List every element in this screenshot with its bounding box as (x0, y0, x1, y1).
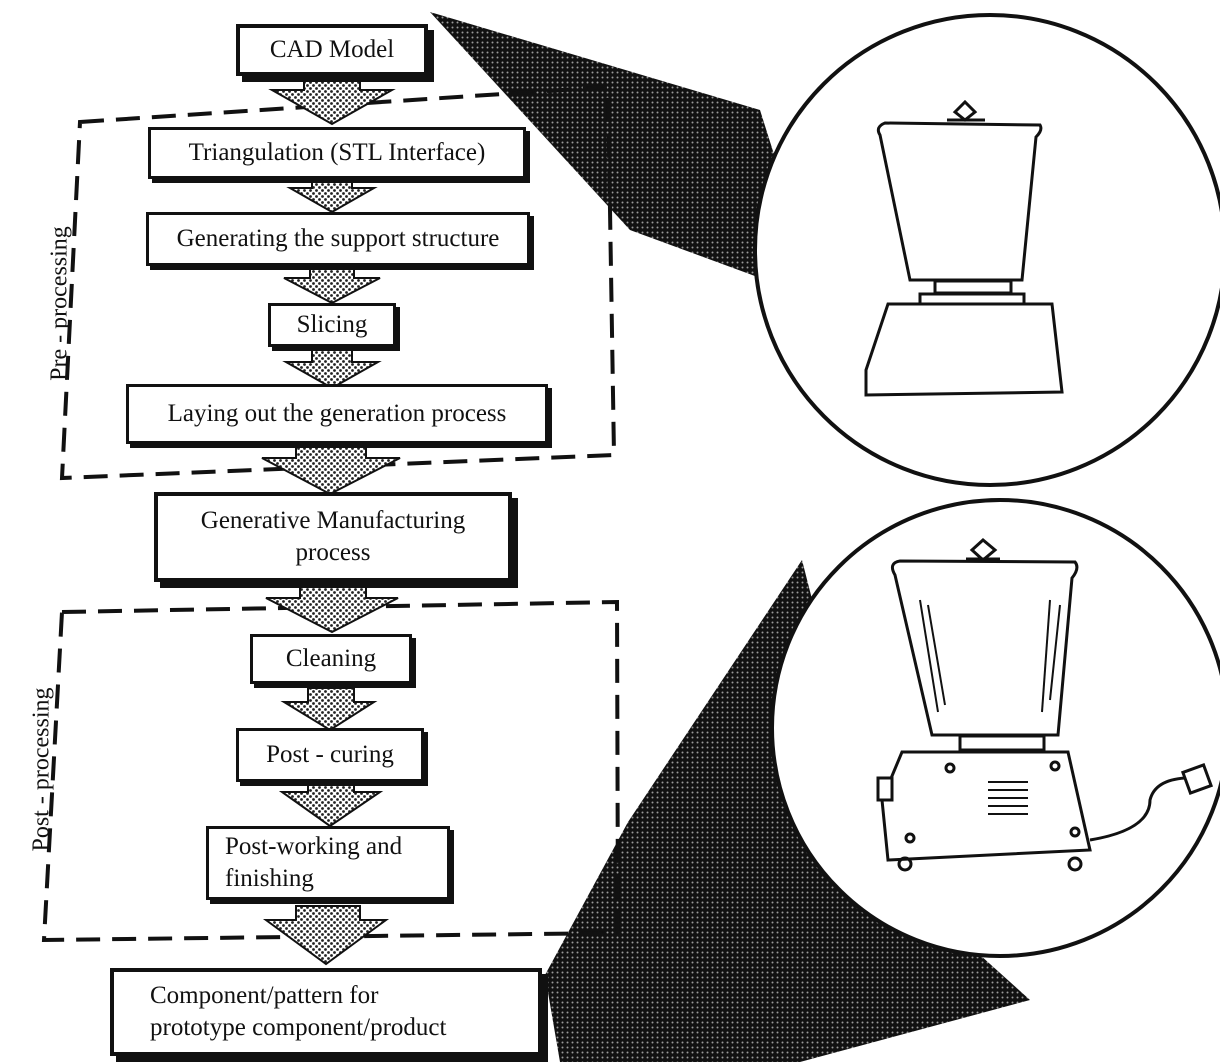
component-label-line1: Component/pattern for (150, 981, 379, 1009)
flow-arrow-7 (280, 687, 378, 732)
post-curing-node: Post - curing (236, 728, 424, 782)
slicing-node: Slicing (268, 303, 396, 347)
blender-product-icon (876, 538, 1214, 872)
pre-processing-frame (59, 84, 617, 481)
cleaning-node: Cleaning (250, 634, 412, 684)
layout-process-node: Laying out the generation process (126, 384, 548, 444)
layout-process-label: Laying out the generation process (167, 399, 507, 427)
cleaning-label: Cleaning (285, 644, 377, 672)
flow-arrow-9 (262, 905, 390, 966)
flow-arrow-3 (283, 263, 381, 305)
blender-outline-icon (864, 99, 1064, 397)
projection-cone-top (430, 12, 820, 300)
component-label-line2: prototype component/product (150, 1014, 447, 1041)
post-working-label-line2: finishing (225, 865, 314, 892)
triangulation-label: Triangulation (STL Interface) (188, 138, 486, 166)
flow-arrow-2 (286, 179, 378, 214)
component-node: Component/pattern for prototype componen… (110, 968, 542, 1056)
manufacturing-node: Generative Manufacturing process (154, 492, 512, 582)
pre-processing-label: Pre - processing (46, 226, 73, 381)
support-structure-label: Generating the support structure (176, 224, 500, 252)
triangulation-node: Triangulation (STL Interface) (148, 127, 526, 179)
manufacturing-label-line2: process (295, 539, 371, 566)
post-working-label-line1: Post-working and (225, 832, 403, 860)
manufacturing-label-line1: Generative Manufacturing (200, 506, 466, 534)
slicing-label: Slicing (296, 310, 368, 338)
cad-model-node: CAD Model (236, 24, 428, 76)
flow-arrow-4 (282, 345, 382, 390)
support-structure-node: Generating the support structure (146, 212, 530, 266)
flow-arrow-1 (268, 77, 396, 126)
post-curing-label: Post - curing (266, 740, 394, 768)
post-processing-label: Post - processing (28, 687, 55, 852)
flow-arrow-5 (261, 445, 401, 496)
post-working-node: Post-working and finishing (206, 826, 450, 900)
cad-model-label: CAD Model (269, 35, 395, 63)
post-processing-frame (41, 599, 621, 943)
flow-arrow-6 (265, 583, 399, 634)
flow-arrow-8 (278, 781, 384, 828)
